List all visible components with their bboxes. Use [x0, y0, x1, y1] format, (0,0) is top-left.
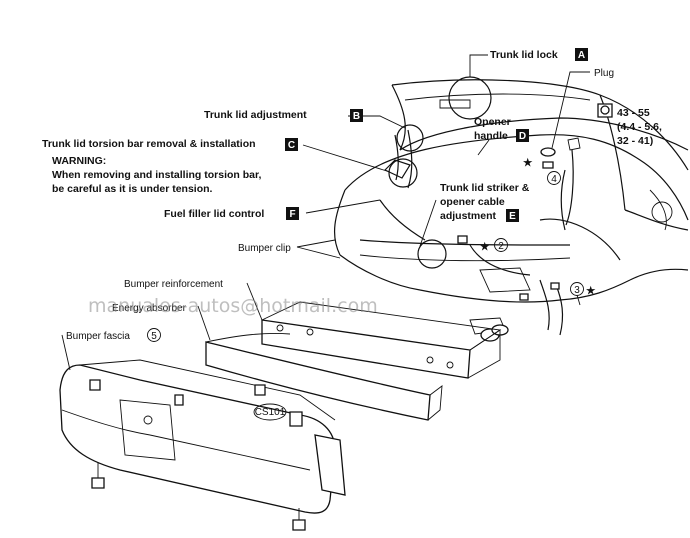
bolt-icon — [457, 235, 468, 244]
star-icon: ★ — [586, 285, 596, 297]
letter-a: A — [578, 50, 585, 61]
striker-line-2: opener cable — [440, 196, 505, 208]
fuel-filler-label: Fuel filler lid control — [164, 208, 264, 220]
warning-title: WARNING: — [52, 155, 106, 167]
energy-absorber-part — [205, 332, 443, 421]
ref-circle-4 — [547, 171, 561, 185]
striker-circle — [417, 239, 447, 269]
striker-line-3: adjustment — [440, 210, 497, 222]
ref-circle-2 — [494, 238, 508, 252]
star-icon: ★ — [480, 241, 490, 253]
cs101-marker — [253, 403, 287, 421]
energy-absorber-label: Energy absorber — [112, 303, 187, 314]
car-body — [334, 79, 689, 342]
ref-4: ★ 4 — [523, 157, 561, 185]
bumper-fascia-part — [59, 359, 346, 531]
bumper-reinforcement-part — [261, 301, 502, 379]
callout-trunk-lid-lock: Trunk lid lock A — [490, 48, 588, 61]
letter-c: C — [288, 140, 295, 151]
bolt-icon — [519, 293, 529, 301]
torque-line-3: 32 - 41) — [617, 135, 653, 147]
torsion-bar-circle — [388, 158, 418, 188]
watermark-text: manuales-autos@hotmail.com — [88, 295, 378, 317]
ref-circle-3 — [570, 282, 584, 296]
trunk-lid-lock-label: Trunk lid lock — [490, 49, 558, 61]
warning-line-2: be careful as it is under tension. — [52, 183, 213, 195]
letter-box-b — [350, 109, 363, 122]
ref-number-5: 5 — [151, 331, 157, 342]
ref-circle-5 — [147, 328, 161, 342]
callout-opener-handle: Opener handle D — [474, 116, 529, 142]
letter-d: D — [519, 131, 526, 142]
letter-box-e — [506, 209, 519, 222]
letter-box-d — [516, 129, 529, 142]
callout-striker: Trunk lid striker & opener cable adjustm… — [440, 182, 530, 222]
callout-fuel-filler: Fuel filler lid control F — [164, 207, 299, 220]
striker-line-1: Trunk lid striker & — [440, 182, 530, 194]
opener-handle-line-1: Opener — [474, 116, 511, 128]
letter-box-f — [286, 207, 299, 220]
star-icon: ★ — [523, 157, 533, 169]
warning-note: WARNING: When removing and installing to… — [52, 155, 262, 195]
plug-icon — [540, 147, 556, 157]
letter-box-a — [575, 48, 588, 61]
ref-number-2: 2 — [498, 241, 504, 252]
trunk-lid-adjustment-label: Trunk lid adjustment — [204, 109, 307, 121]
ref-number-3: 3 — [574, 285, 580, 296]
letter-box-c — [285, 138, 298, 151]
leader-lines — [61, 54, 590, 371]
callout-bumper-fascia: Bumper fascia 5 — [66, 328, 161, 342]
trunk-lid-lock-circle — [448, 76, 492, 120]
callout-trunk-lid-adjustment: Trunk lid adjustment B — [204, 109, 363, 122]
ref-2: ★ 2 — [480, 238, 508, 253]
warning-line-1: When removing and installing torsion bar… — [52, 169, 262, 181]
torque-line-2: (4.4 - 5.6, — [617, 121, 662, 133]
bumper-reinforcement-label: Bumper reinforcement — [124, 279, 223, 290]
letter-f: F — [289, 209, 295, 220]
cs101-label: CS101 — [255, 407, 286, 418]
bumper-clip-label: Bumper clip — [238, 243, 291, 254]
letter-b: B — [353, 111, 360, 122]
trunk-lid-adjustment-circle — [396, 124, 424, 152]
bolt-icon — [542, 161, 554, 169]
ref-3: 3 ★ — [570, 282, 596, 297]
letter-e: E — [509, 211, 516, 222]
callout-torque: 43 - 55 (4.4 - 5.6, 32 - 41) — [617, 107, 662, 147]
ref-number-4: 4 — [551, 174, 557, 185]
bolt-icon — [550, 282, 560, 290]
bumper-fascia-label: Bumper fascia — [66, 331, 130, 342]
plug-label: Plug — [594, 68, 614, 79]
torque-line-1: 43 - 55 — [617, 107, 650, 119]
callout-torsion-bar: Trunk lid torsion bar removal & installa… — [42, 138, 298, 151]
opener-handle-line-2: handle — [474, 130, 508, 142]
torsion-bar-label: Trunk lid torsion bar removal & installa… — [42, 138, 256, 150]
